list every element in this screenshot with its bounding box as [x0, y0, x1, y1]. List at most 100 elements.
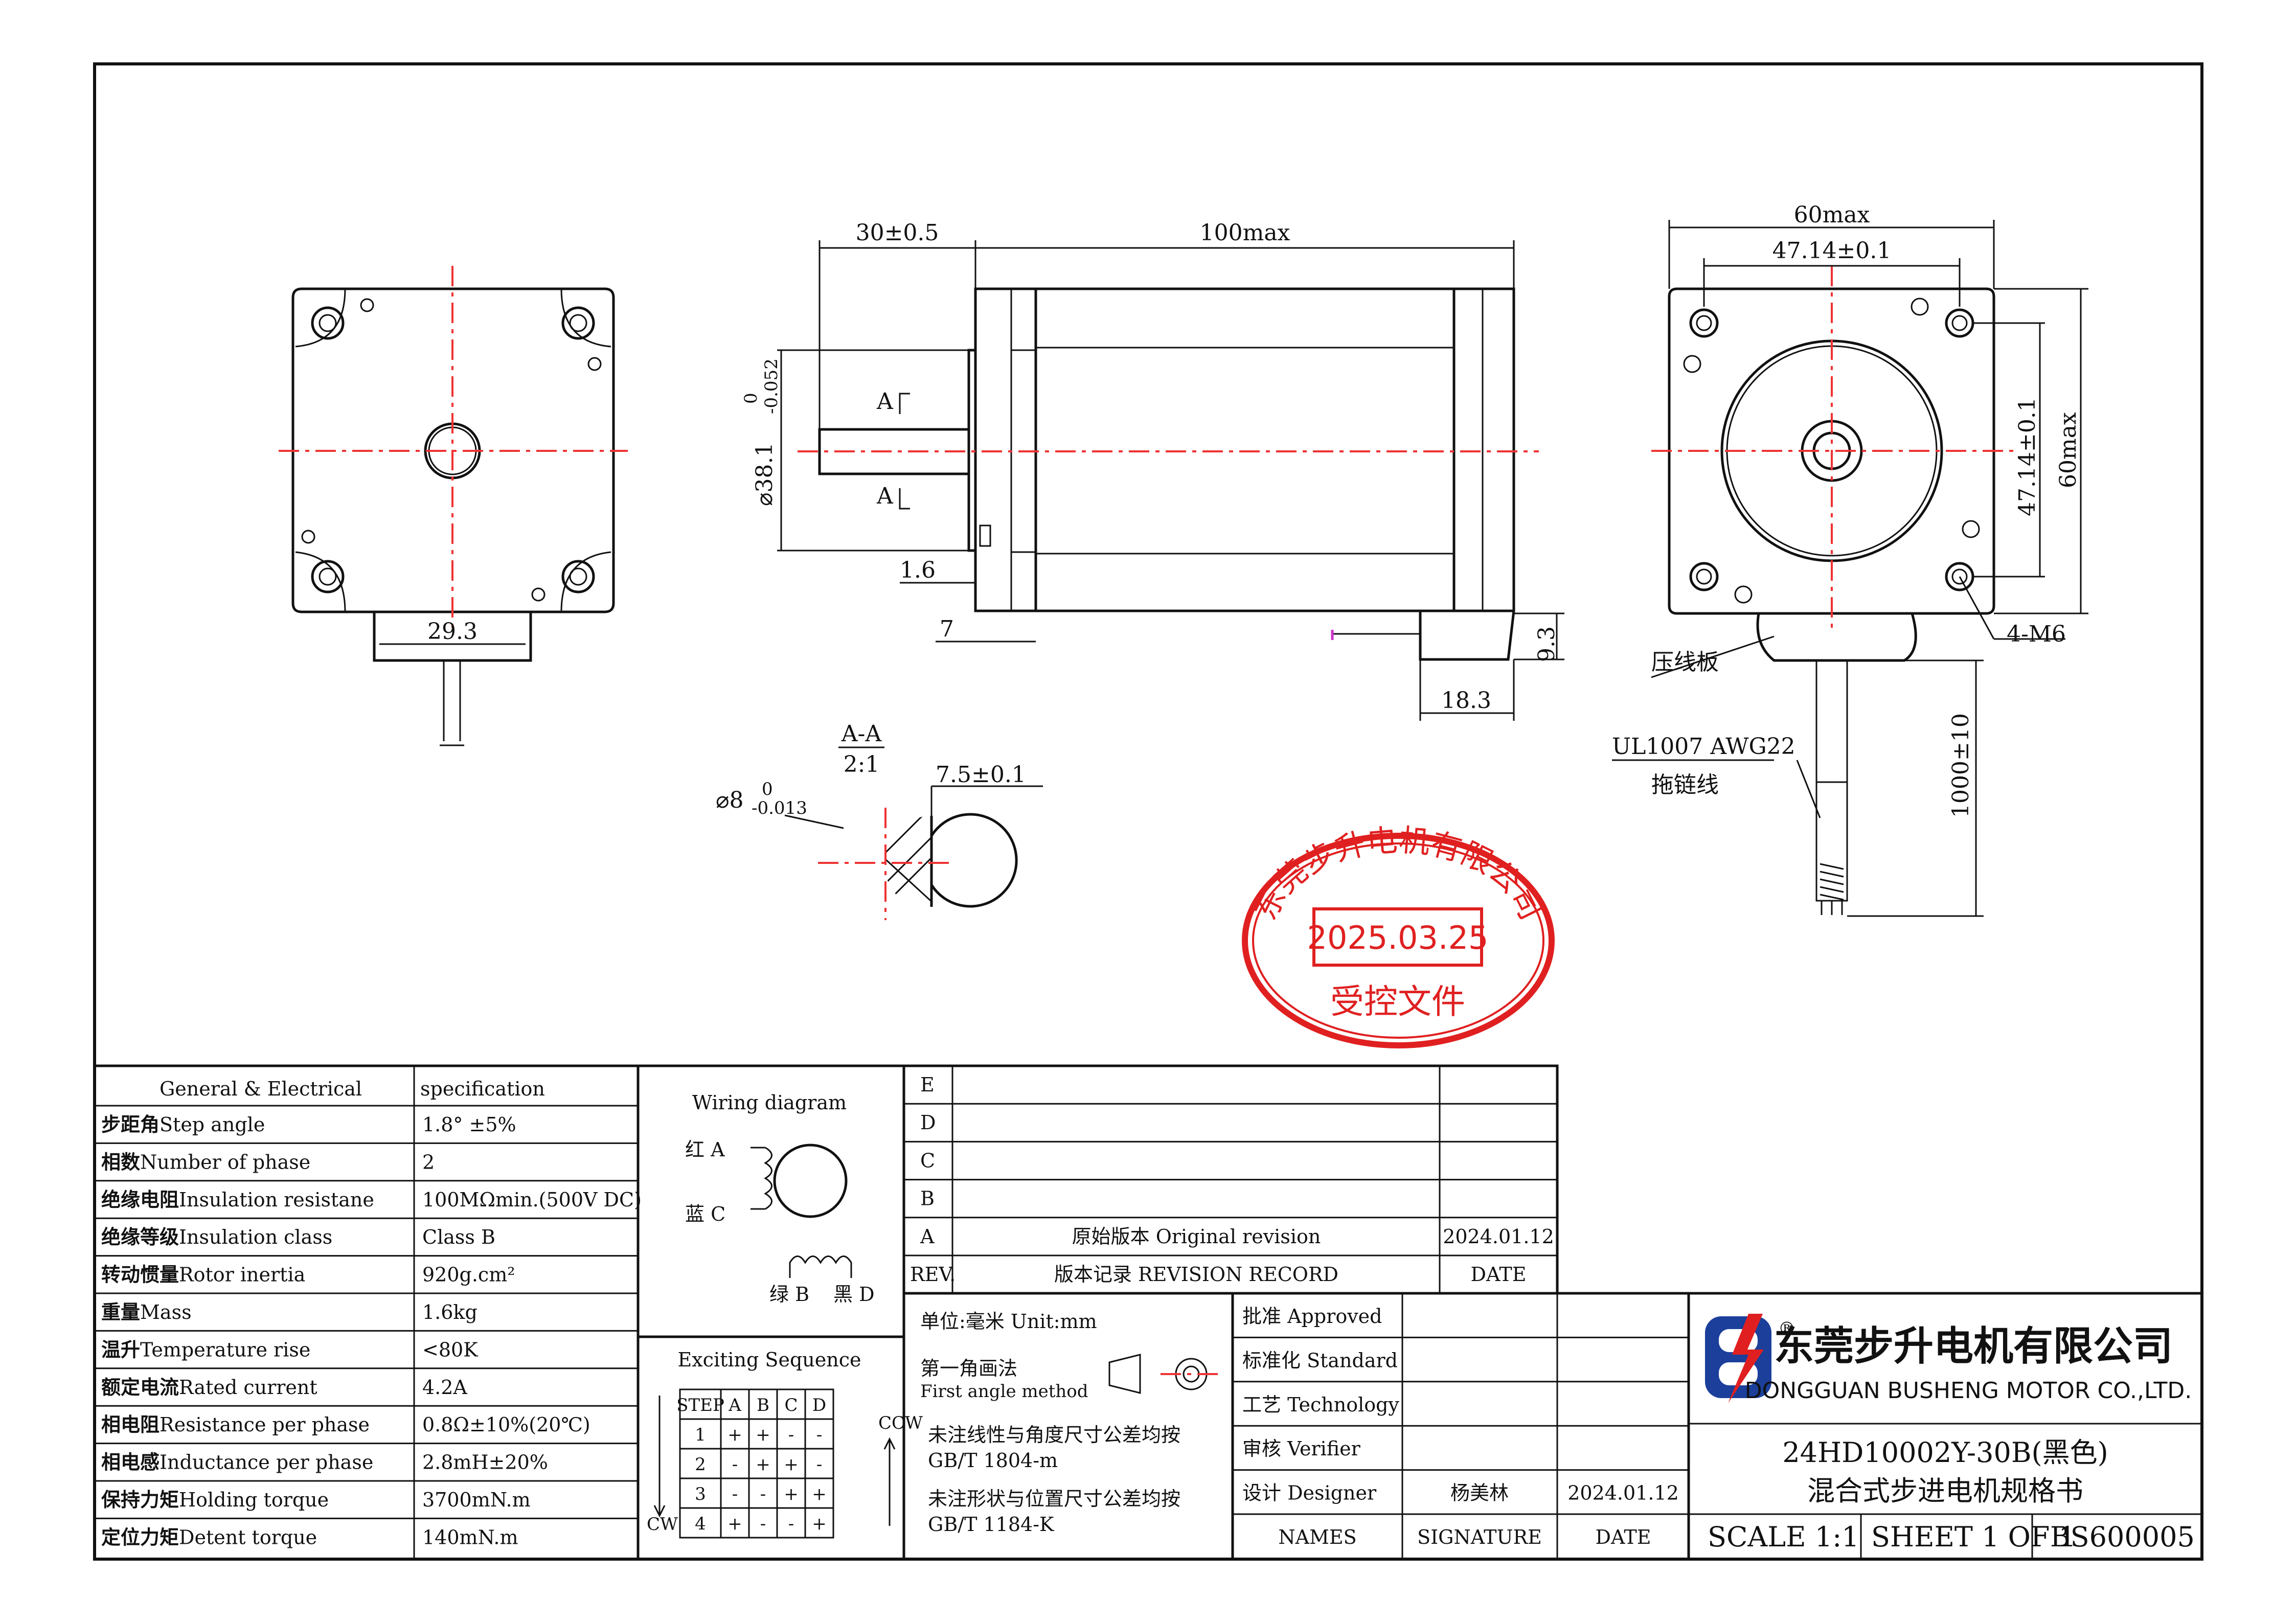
exciting-col-header: C [784, 1395, 798, 1415]
cable-height-label: 9.3 [1534, 626, 1560, 662]
col-date: DATE [1596, 1526, 1651, 1548]
exciting-cell: 4 [695, 1514, 706, 1534]
doc-title: 混合式步进电机规格书 [1807, 1475, 2083, 1507]
approval-role: 批准 Approved [1242, 1305, 1382, 1328]
hole-pitch-v-label: 47.14±0.1 [2014, 397, 2040, 516]
spec-row-label: 绝缘电阻Insulation resistane [101, 1188, 374, 1211]
section-mark-bottom: A [876, 483, 894, 509]
flat-label: 7.5±0.1 [936, 762, 1026, 788]
spec-value: 1.8° ±5% [422, 1113, 516, 1136]
exciting-cell: + [812, 1484, 827, 1504]
spec-value: <80K [422, 1338, 478, 1361]
spec-label-en: Step angle [160, 1113, 265, 1136]
wiring-diagram: Wiring diagram 红 A 蓝 C 绿 B 黑 D [636, 1064, 905, 1338]
revision-footer-date: DATE [1471, 1263, 1527, 1286]
spec-label-en: Resistance per phase [160, 1413, 370, 1436]
exciting-cell: + [784, 1454, 799, 1475]
shaft-dia-tol-bot: -0.013 [752, 798, 807, 818]
company-en: DONGGUAN BUSHENG MOTOR CO.,LTD. [1745, 1378, 2192, 1404]
revision-date: 2024.01.12 [1443, 1225, 1554, 1248]
shaft-dia-tol-top: 0 [762, 779, 773, 799]
spec-row-label: 相数Number of phase [101, 1150, 310, 1173]
approval-signature: 杨美林 [1450, 1482, 1509, 1504]
revision-desc: 原始版本 Original revision [1072, 1225, 1321, 1248]
spec-header-left: General & Electrical [160, 1078, 362, 1100]
flange-dia-label: ⌀38.1 [752, 443, 778, 506]
spec-value: 1.6kg [422, 1301, 478, 1323]
wire-spec-label: UL1007 AWG22 [1612, 734, 1795, 760]
note1b: GB/T 1804-m [928, 1449, 1058, 1472]
approval-role: 审核 Verifier [1242, 1437, 1361, 1460]
spec-label-cn: 温升 [101, 1338, 140, 1361]
spec-label-cn: 定位力矩 [101, 1525, 179, 1548]
company-cn: 东莞步升电机有限公司 [1774, 1323, 2173, 1369]
exciting-cell: - [816, 1425, 823, 1445]
flange-dia-tol-bot: -0.052 [761, 358, 782, 414]
revision-letter: A [920, 1225, 935, 1248]
stamp-date: 2025.03.25 [1307, 919, 1489, 956]
exciting-cell: - [760, 1484, 766, 1504]
exciting-cell: 3 [695, 1484, 706, 1504]
spec-label-en: Number of phase [140, 1151, 310, 1173]
spec-label-cn: 相数 [101, 1150, 140, 1173]
spec-value: Class B [422, 1226, 495, 1248]
spec-label-cn: 相电阻 [101, 1413, 160, 1436]
flange-thickness-label: 7 [940, 616, 954, 642]
wiring-a: 红 A [685, 1138, 725, 1161]
exciting-col-header: D [812, 1395, 826, 1415]
spec-label-cn: 重量 [101, 1300, 140, 1323]
flange-width-label: 60max [1794, 202, 1870, 228]
spec-label-en: Holding torque [179, 1489, 329, 1511]
reg-mark: ® [1778, 1318, 1795, 1339]
revision-footer-desc: 版本记录 REVISION RECORD [1054, 1263, 1338, 1286]
body-length-label: 100max [1200, 220, 1290, 246]
revision-letter: E [920, 1073, 935, 1096]
spec-label-en: Mass [140, 1301, 192, 1323]
spec-value: 2.8mH±20% [422, 1451, 548, 1474]
wiring-c: 蓝 C [685, 1203, 725, 1225]
spec-label-cn: 步距角 [101, 1113, 160, 1136]
spec-row-label: 定位力矩Detent torque [101, 1525, 317, 1548]
wiring-b: 绿 B [769, 1283, 809, 1306]
shaft-dia-label: ⌀8 [716, 787, 743, 813]
spec-label-en: Insulation class [179, 1226, 332, 1248]
boss-label: 1.6 [900, 557, 936, 583]
spec-label-cn: 保持力矩 [101, 1488, 179, 1511]
sheet: SHEET 1 OF 1 [1871, 1521, 2076, 1553]
front-cable-width-label: 29.3 [427, 619, 478, 645]
spec-value: 3700mN.m [422, 1489, 531, 1511]
exciting-cell: - [816, 1454, 823, 1475]
spec-label-cn: 绝缘电阻 [101, 1188, 179, 1211]
exciting-cell: - [788, 1514, 794, 1534]
spec-row-label: 额定电流Rated current [101, 1376, 317, 1399]
flange-height-label: 60max [2055, 412, 2081, 488]
unit-note: 单位:毫米 Unit:mm [920, 1310, 1097, 1333]
wiring-d: 黑 D [833, 1283, 875, 1306]
col-names: NAMES [1278, 1526, 1356, 1548]
spec-label-en: Rated current [179, 1376, 317, 1399]
exciting-cell: - [732, 1484, 738, 1504]
spec-label-en: Inductance per phase [160, 1451, 373, 1474]
spec-label-en: Detent torque [179, 1526, 317, 1548]
approval-role: 工艺 Technology [1242, 1393, 1399, 1416]
exciting-cell: - [732, 1454, 738, 1475]
rear-view: 60max 47.14±0.1 47.14±0.1 60max 4-M6 压线板… [1612, 202, 2088, 917]
front-view: 29.3 [279, 266, 628, 746]
title-block: ® 东莞步升电机有限公司 DONGGUAN BUSHENG MOTOR CO.,… [1687, 1292, 2203, 1561]
section-title: A-A [841, 721, 882, 747]
ccw-label: CCW [878, 1413, 923, 1433]
exciting-grid [679, 1388, 834, 1539]
approval-date: 2024.01.12 [1567, 1482, 1679, 1504]
cw-label: CW [647, 1514, 678, 1535]
projection-en: First angle method [920, 1381, 1088, 1402]
controlled-stamp: 东莞步升电机有限公司 2025.03.25 受控文件 [1242, 823, 1555, 1048]
exciting-cell: + [756, 1425, 770, 1445]
approval-role: 设计 Designer [1242, 1482, 1377, 1504]
exciting-col-header: B [757, 1395, 769, 1415]
flange-dia-tol-top: 0 [741, 393, 761, 404]
revision-letter: B [920, 1187, 935, 1210]
